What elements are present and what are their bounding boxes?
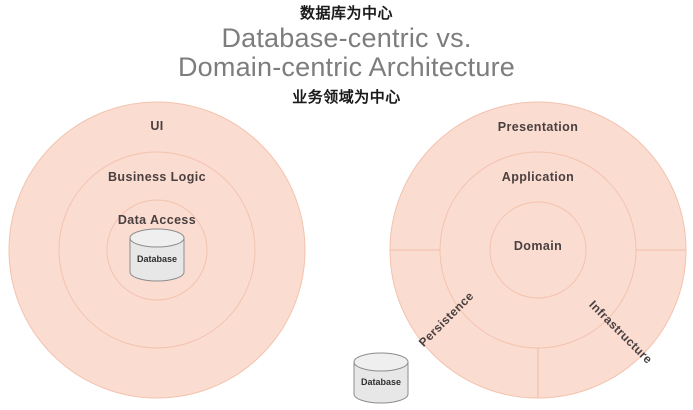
right-label-domain: Domain [514, 239, 562, 253]
left-label-business-logic: Business Logic [108, 170, 206, 184]
right-label-presentation: Presentation [498, 120, 579, 134]
annotation-domain-centric-cn: 业务领域为中心 [292, 88, 401, 106]
left-ring-business-logic [58, 151, 256, 349]
left-database-label: Database [137, 254, 177, 264]
left-label-ui: UI [150, 119, 163, 133]
left-ring-data-access [106, 199, 208, 301]
right-architecture-group: Presentation Application Domain Persiste… [353, 101, 687, 404]
right-label-application: Application [502, 170, 574, 184]
left-label-data-access: Data Access [118, 213, 196, 227]
right-database-label: Database [361, 377, 401, 387]
left-database-cylinder: Database [129, 228, 185, 282]
right-ring-domain [489, 201, 587, 299]
title-line-1: Database-centric vs. [221, 23, 472, 53]
right-database-cylinder: Database [353, 352, 409, 404]
page-title: Database-centric vs. Domain-centric Arch… [0, 23, 693, 83]
title-line-2: Domain-centric Architecture [177, 52, 516, 83]
left-architecture-group: UI Business Logic Data Access Database [8, 101, 306, 399]
annotation-database-centric-cn: 数据库为中心 [299, 4, 393, 22]
